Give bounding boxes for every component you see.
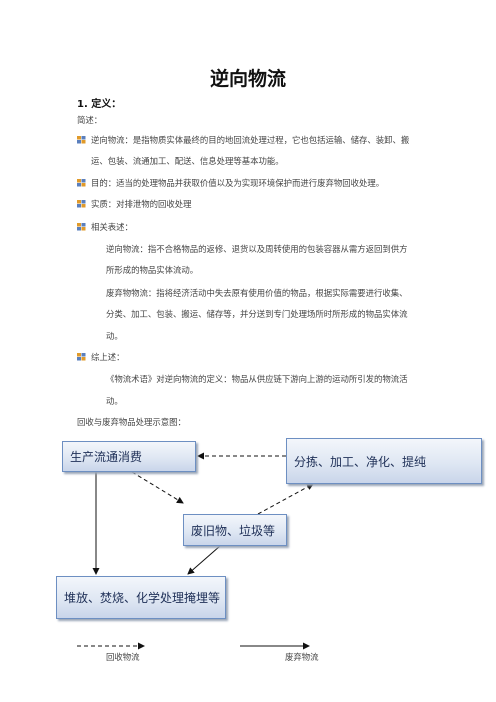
bullet-icon — [77, 200, 86, 208]
box-waste: 废旧物、垃圾等 — [183, 514, 287, 546]
definition-text: 分类、加工、包装、搬运、储存等，并分送到专门处理场所时所形成的物品实体流 — [106, 309, 408, 319]
diagram-caption: 回收与废弃物品处理示意图： — [77, 417, 186, 427]
legend-waste-label: 废弃物流 — [285, 652, 319, 662]
bullet-text: 相关表述： — [91, 222, 133, 232]
bullet-icon — [77, 223, 86, 231]
summary-text: 《物流术语》对逆向物流的定义：物品从供应链下游向上游的运动所引发的物流活 — [106, 374, 408, 384]
definition-text: 动。 — [106, 331, 123, 341]
bullet-text: 目的：适当的处理物品并获取价值以及为实现环境保护而进行废弃物回收处理。 — [91, 178, 385, 188]
section-heading: 1. 定义： — [77, 99, 122, 110]
bullet-icon — [77, 136, 86, 144]
box-sorting: 分拣、加工、净化、提纯 — [286, 438, 482, 484]
definition-text: 所形成的物品实体流动。 — [106, 265, 199, 275]
page-title: 逆向物流 — [209, 68, 286, 90]
bullet-icon — [77, 353, 86, 361]
intro-label: 简述： — [77, 115, 103, 125]
bullet-text: 运、包装、流通加工、配送、信息处理等基本功能。 — [91, 156, 284, 166]
bullet-text: 逆向物流：是指物质实体最终的目的地回流处理过程，它也包括运输、储存、装卸、搬 — [91, 135, 410, 145]
box-production: 生产流通消费 — [62, 441, 196, 472]
definition-text: 废弃物物流：指将经济活动中失去原有使用价值的物品，根据实际需要进行收集、 — [106, 288, 408, 298]
box-disposal: 堆放、焚烧、化学处理掩埋等 — [56, 576, 226, 619]
legend-recycle-label: 回收物流 — [106, 652, 140, 662]
bullet-icon — [77, 179, 86, 187]
bullet-text: 综上述： — [91, 352, 125, 362]
summary-text: 动。 — [106, 396, 123, 406]
bullet-text: 实质：对排泄物的回收处理 — [91, 199, 192, 209]
definition-text: 逆向物流：指不合格物品的返修、退货以及周转使用的包装容器从需方返回到供方 — [106, 244, 408, 254]
